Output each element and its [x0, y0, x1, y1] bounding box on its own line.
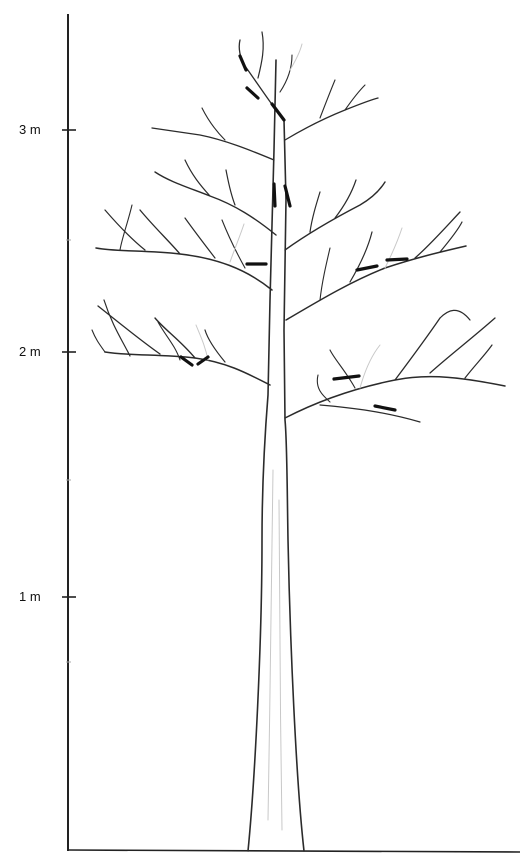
branch-upper-left: [152, 108, 276, 235]
branch-lower-left: [92, 300, 270, 385]
branch-lower-right: [285, 310, 505, 422]
cut-mark: [274, 184, 275, 206]
branch-middle-left: [96, 205, 272, 290]
tick-label: 1 m: [19, 589, 41, 604]
branch-leader-top: [239, 32, 302, 110]
tick-label: 2 m: [19, 344, 41, 359]
cut-mark: [272, 104, 284, 120]
cut-mark: [240, 56, 246, 70]
ground-line: [68, 850, 520, 852]
cut-mark: [357, 266, 377, 270]
cut-mark: [387, 259, 407, 260]
tree-trunk: [248, 60, 304, 851]
tree-illustration: [92, 32, 505, 851]
branch-upper-right: [285, 80, 385, 250]
cut-mark: [375, 406, 395, 410]
cut-mark: [247, 88, 258, 98]
tick-label: 3 m: [19, 122, 41, 137]
cut-mark: [334, 376, 359, 379]
pruning-cut-marks: [181, 56, 407, 410]
